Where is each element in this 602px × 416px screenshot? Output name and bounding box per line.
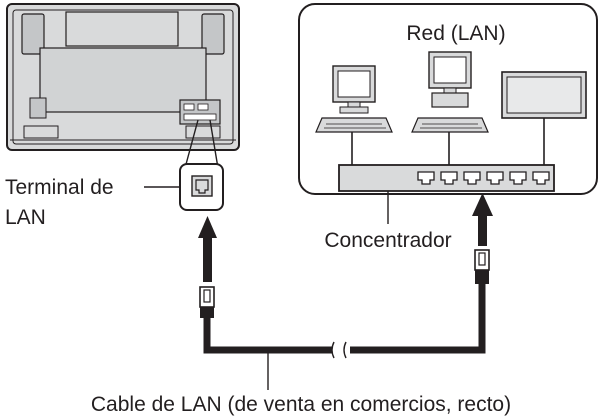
device-hub-links [351,118,545,165]
hub-port-icon [417,171,435,185]
terminal-label-line1: Terminal de [5,176,114,199]
hub-port-icon [509,171,527,185]
cable-label: Cable de LAN (de venta en comercios, rec… [91,393,511,416]
computer-icon [411,51,489,133]
rj45-connector-right [474,249,490,284]
zoom-leader-right [209,119,219,169]
rj45-connector-left [199,286,215,318]
arrow-up-left [198,216,217,282]
zoom-leader-left [184,119,199,169]
hub-port-icon [532,171,550,185]
lan-cable [203,282,486,359]
hub-icon [338,164,555,192]
lan-terminal-zoom [179,163,224,211]
hub-ports [417,171,550,185]
network-label: Red (LAN) [406,22,505,45]
computer-icon [315,65,393,133]
terminal-label-line2: LAN [5,206,46,229]
hub-port-icon [440,171,458,185]
hub-port-icon [463,171,481,185]
hub-port-icon [486,171,504,185]
display-rear-view [6,3,240,151]
monitor-icon [501,71,587,119]
hub-label: Concentrador [324,229,451,252]
lan-port-icon [195,179,209,194]
arrow-up-right [472,193,493,246]
